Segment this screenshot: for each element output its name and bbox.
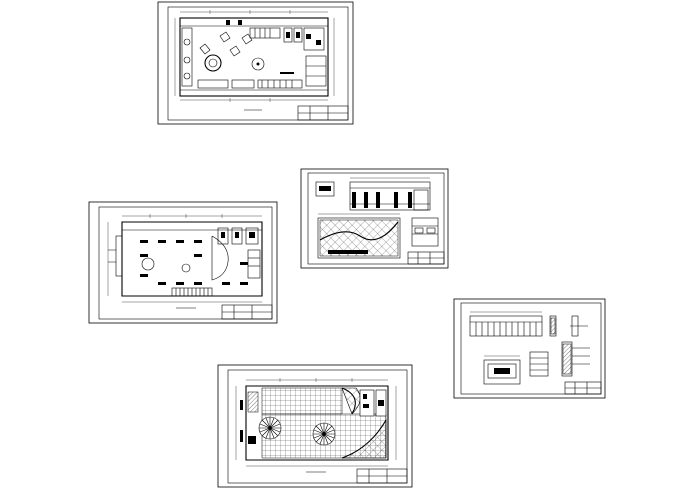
rosette-left [258, 416, 282, 440]
sheet-5-inner-frame [227, 369, 408, 484]
sheet-5 [217, 364, 413, 488]
sheet-5-floor-finish-plan [235, 378, 397, 467]
sheet-4-inner-frame [460, 302, 602, 395]
sheet-2 [88, 201, 278, 324]
sheet-3 [300, 168, 449, 269]
sheet-2-title-block [221, 304, 273, 320]
sheet-1-outer-frame [157, 1, 354, 125]
sheet-4-title-block [564, 381, 602, 395]
sheet-4-outer-frame [453, 298, 606, 399]
sheet-5-title-block [356, 468, 408, 484]
sheet-2-floor-plan [107, 214, 263, 303]
sheet-3-elevations [315, 177, 439, 259]
sheet-1 [157, 1, 354, 125]
sheet-1-inner-frame [167, 6, 349, 121]
sheet-2-inner-frame [98, 206, 273, 320]
sheet-3-title-block [407, 251, 445, 265]
sheet-3-inner-frame [307, 172, 445, 265]
sheet-1-floor-plan [174, 10, 335, 102]
sheet-1-title-block [297, 105, 349, 121]
sheet-4-elevations [469, 311, 590, 385]
rosette-center [312, 422, 336, 446]
sheet-4 [453, 298, 606, 399]
